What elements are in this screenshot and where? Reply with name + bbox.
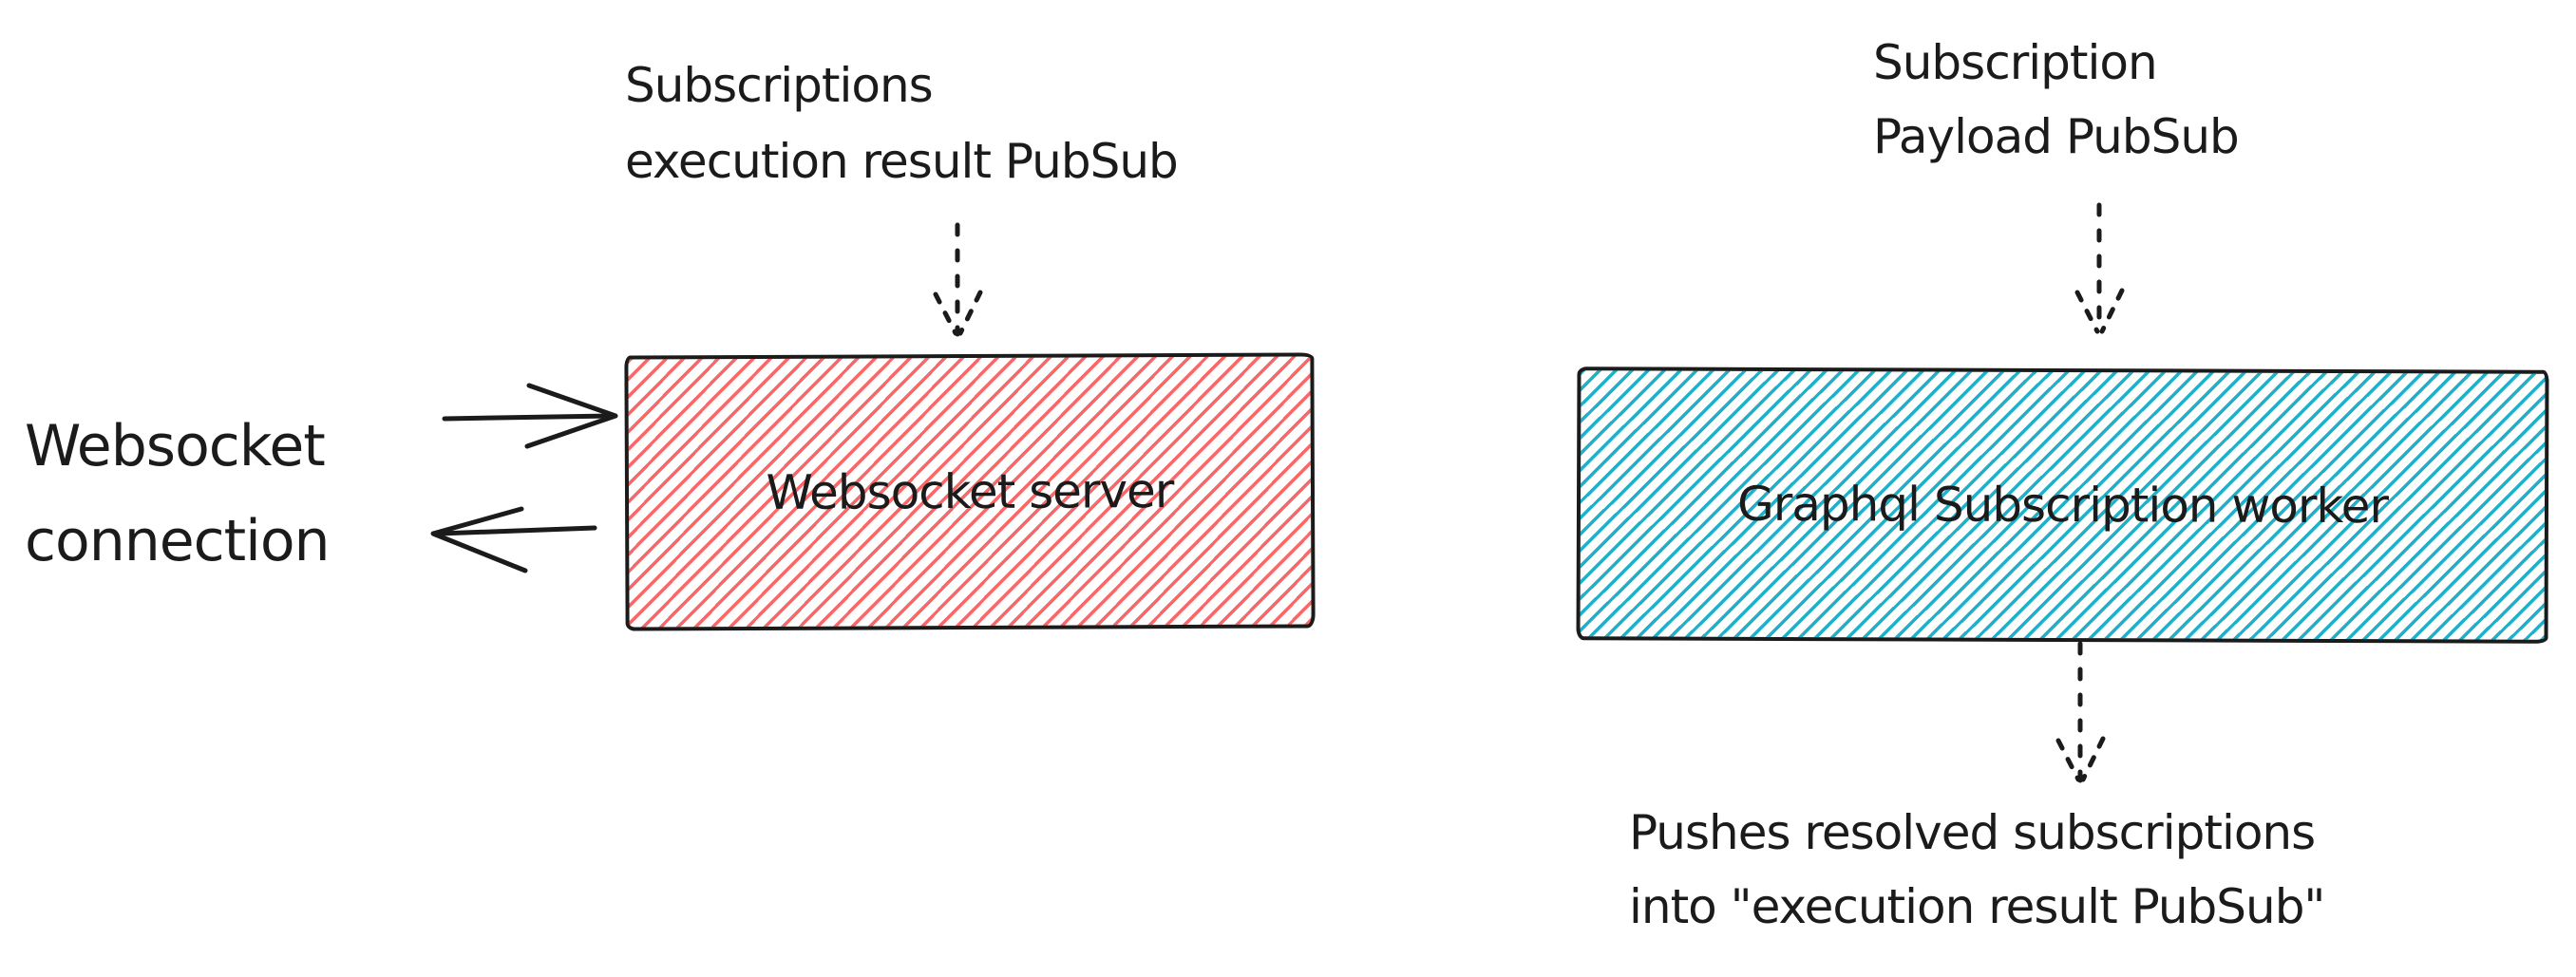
payload-pubsub-label-line2: Payload PubSub bbox=[1873, 109, 2240, 164]
solid-arrow-left-icon bbox=[430, 506, 597, 573]
websocket-server-box: Websocket server bbox=[624, 352, 1316, 631]
exec-pubsub-label: Subscriptions execution result PubSub bbox=[625, 47, 1179, 199]
exec-pubsub-label-line1: Subscriptions bbox=[625, 58, 934, 113]
websocket-connection-label: Websocket connection bbox=[25, 399, 331, 589]
exec-pubsub-label-line2: execution result PubSub bbox=[625, 134, 1179, 189]
graphql-subscription-worker-box-label: Graphql Subscription worker bbox=[1736, 476, 2389, 535]
pushes-resolved-label-line2: into "execution result PubSub" bbox=[1629, 879, 2325, 934]
pushes-resolved-label-line1: Pushes resolved subscriptions bbox=[1629, 805, 2316, 860]
websocket-server-box-label: Websocket server bbox=[766, 463, 1174, 520]
websocket-connection-label-line1: Websocket bbox=[25, 413, 326, 479]
dashed-arrow-exec-pubsub-to-server-icon bbox=[933, 222, 983, 337]
graphql-subscription-worker-box: Graphql Subscription worker bbox=[1576, 366, 2549, 644]
pushes-resolved-label: Pushes resolved subscriptions into "exec… bbox=[1629, 796, 2325, 944]
dashed-arrow-payload-pubsub-to-worker-icon bbox=[2074, 202, 2125, 335]
solid-arrow-right-icon bbox=[442, 383, 618, 449]
websocket-connection-label-line2: connection bbox=[25, 508, 331, 574]
dashed-arrow-worker-to-exec-pubsub-icon bbox=[2055, 641, 2106, 783]
payload-pubsub-label-line1: Subscription bbox=[1873, 35, 2158, 90]
payload-pubsub-label: Subscription Payload PubSub bbox=[1873, 26, 2240, 174]
